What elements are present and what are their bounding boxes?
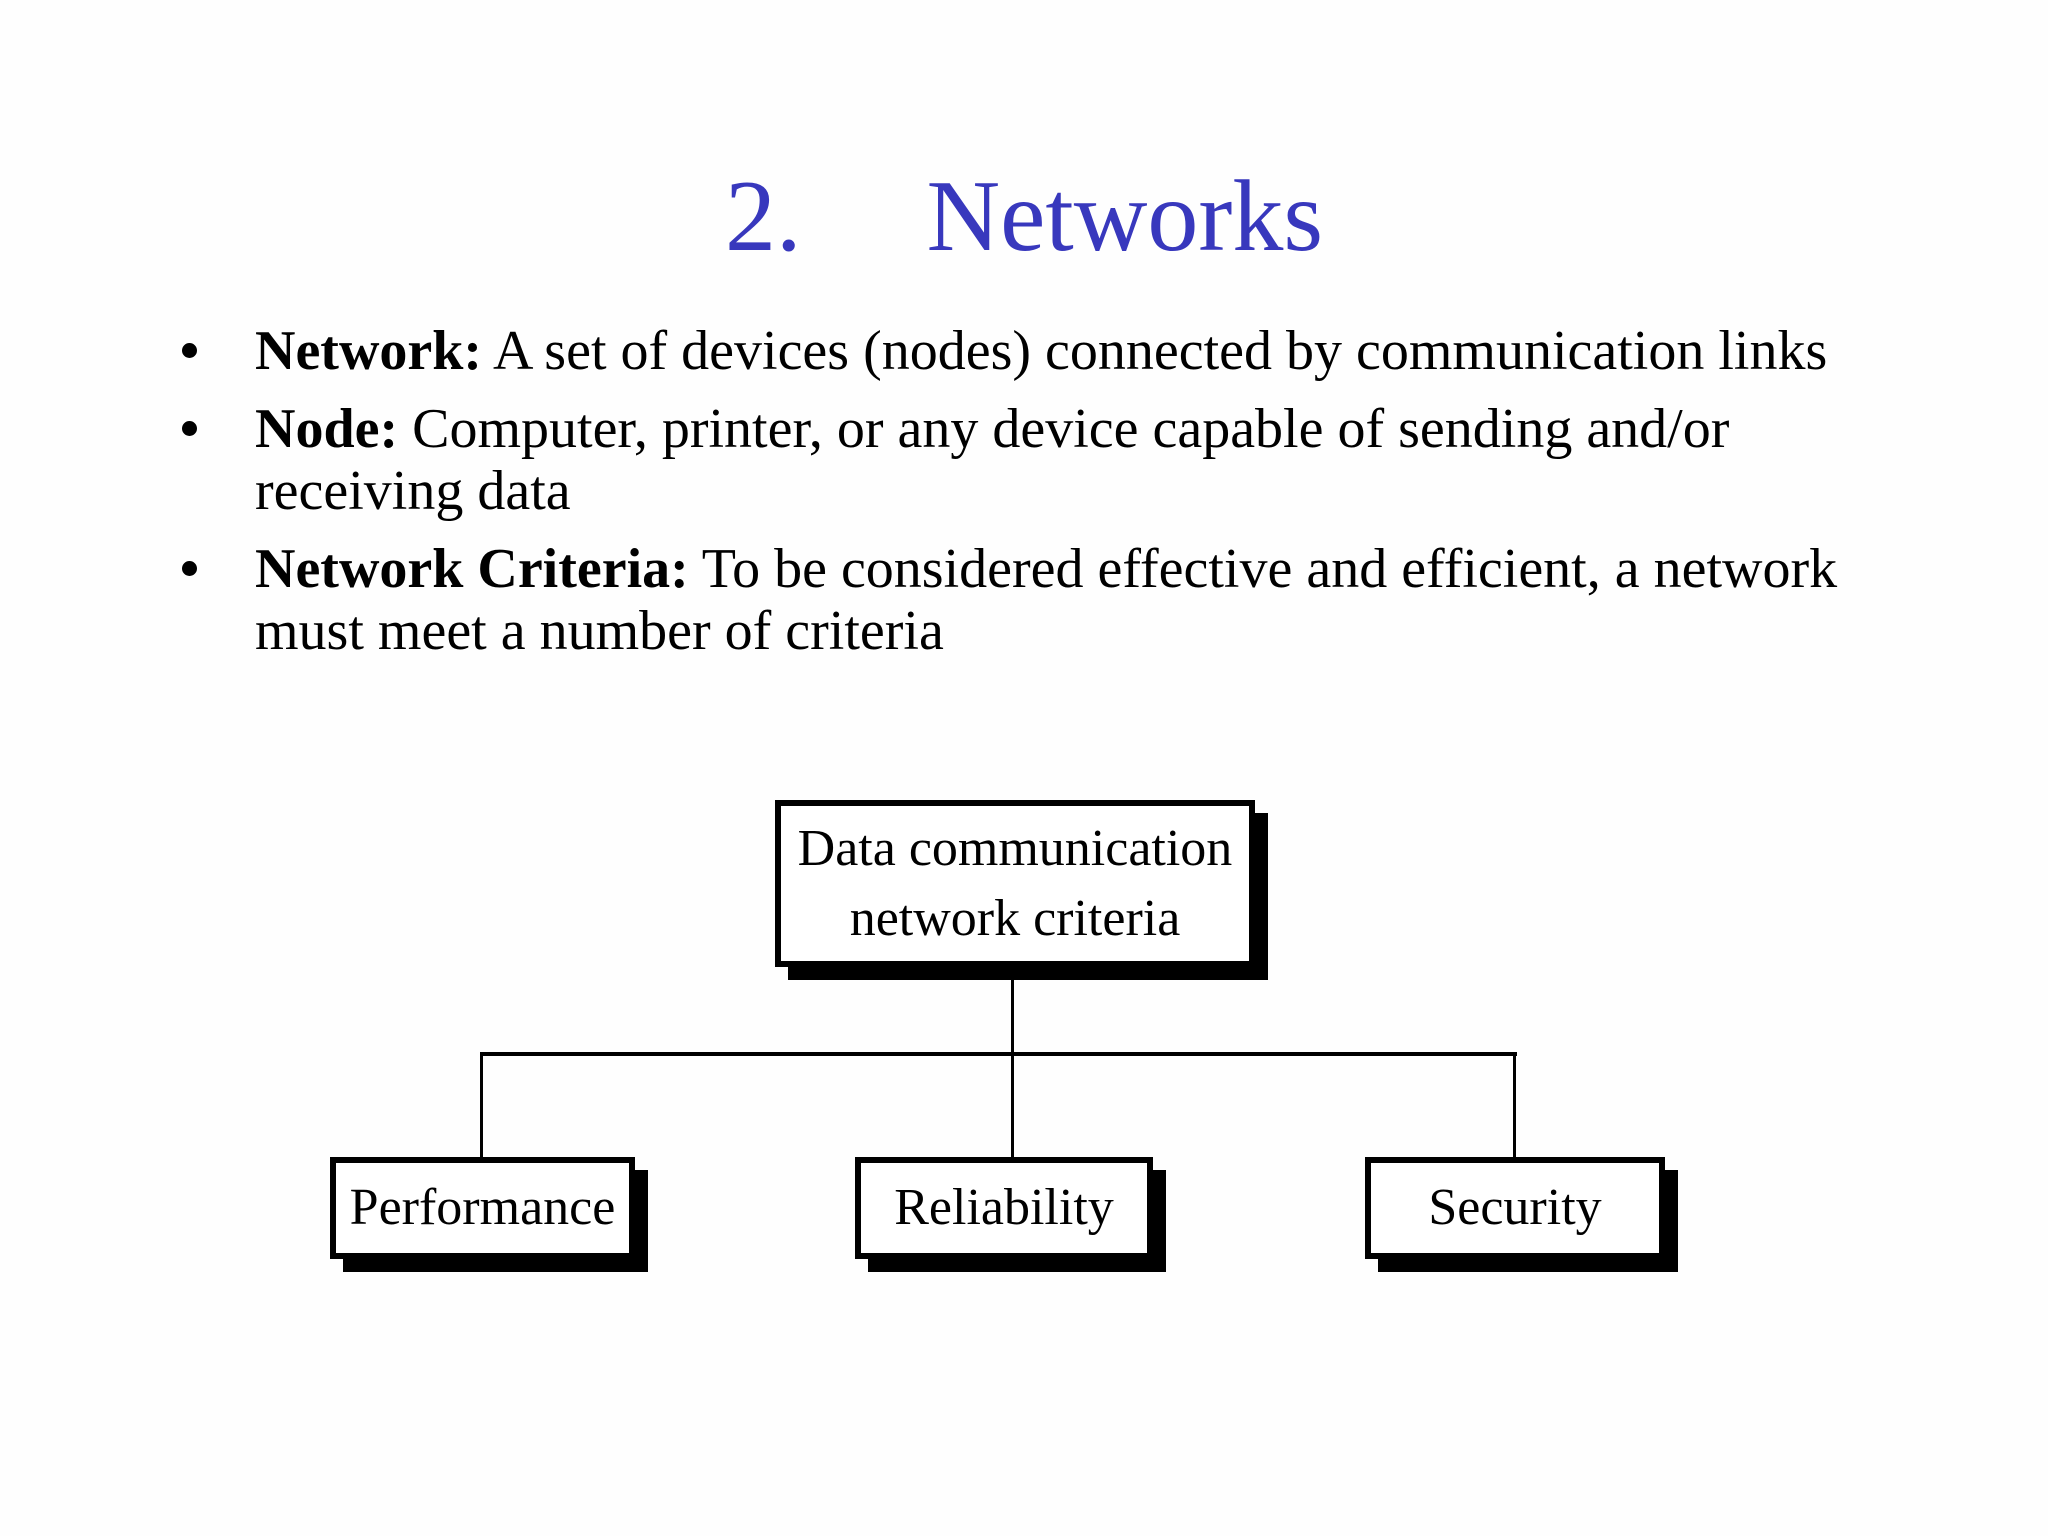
bullet-lead-network: Network: [255, 320, 483, 382]
slide-title-number: 2. [724, 160, 802, 273]
bullet-icon [182, 561, 197, 576]
diagram-node-reliability: Reliability [855, 1157, 1153, 1259]
connector-horizontal [480, 1052, 1517, 1056]
slide-title-text: Networks [926, 160, 1324, 273]
diagram-node-security-label: Security [1428, 1179, 1602, 1236]
connector-left-vertical [480, 1052, 483, 1159]
bullet-text-node: Node: Computer, printer, or any device c… [255, 398, 1935, 522]
bullet-rest-network-criteria: To be considered effective and efficient… [255, 538, 1838, 662]
list-item: Node: Computer, printer, or any device c… [182, 398, 1937, 522]
bullet-text-network: Network: A set of devices (nodes) connec… [255, 320, 1935, 382]
slide-title: 2. Networks [0, 158, 2048, 275]
diagram-node-root: Data communication network criteria [775, 800, 1255, 967]
bullet-rest-node: Computer, printer, or any device capable… [255, 398, 1730, 522]
bullet-lead-network-criteria: Network Criteria: [255, 538, 689, 600]
bullet-list: Network: A set of devices (nodes) connec… [182, 320, 1937, 678]
bullet-icon [182, 343, 197, 358]
bullet-rest-network: A set of devices (nodes) connected by co… [482, 320, 1828, 382]
connector-root-vertical [1011, 976, 1014, 1056]
list-item: Network Criteria: To be considered effec… [182, 538, 1937, 662]
bullet-icon [182, 421, 197, 436]
diagram-node-security: Security [1365, 1157, 1665, 1259]
diagram-node-reliability-label: Reliability [894, 1179, 1114, 1236]
diagram-node-performance: Performance [330, 1157, 635, 1259]
diagram-node-root-label: Data communication network criteria [797, 819, 1233, 947]
list-item: Network: A set of devices (nodes) connec… [182, 320, 1937, 382]
connector-middle-vertical [1011, 1052, 1014, 1159]
diagram-node-performance-label: Performance [349, 1179, 616, 1236]
connector-right-vertical [1513, 1052, 1516, 1159]
bullet-lead-node: Node: [255, 398, 399, 460]
bullet-text-network-criteria: Network Criteria: To be considered effec… [255, 538, 1935, 662]
